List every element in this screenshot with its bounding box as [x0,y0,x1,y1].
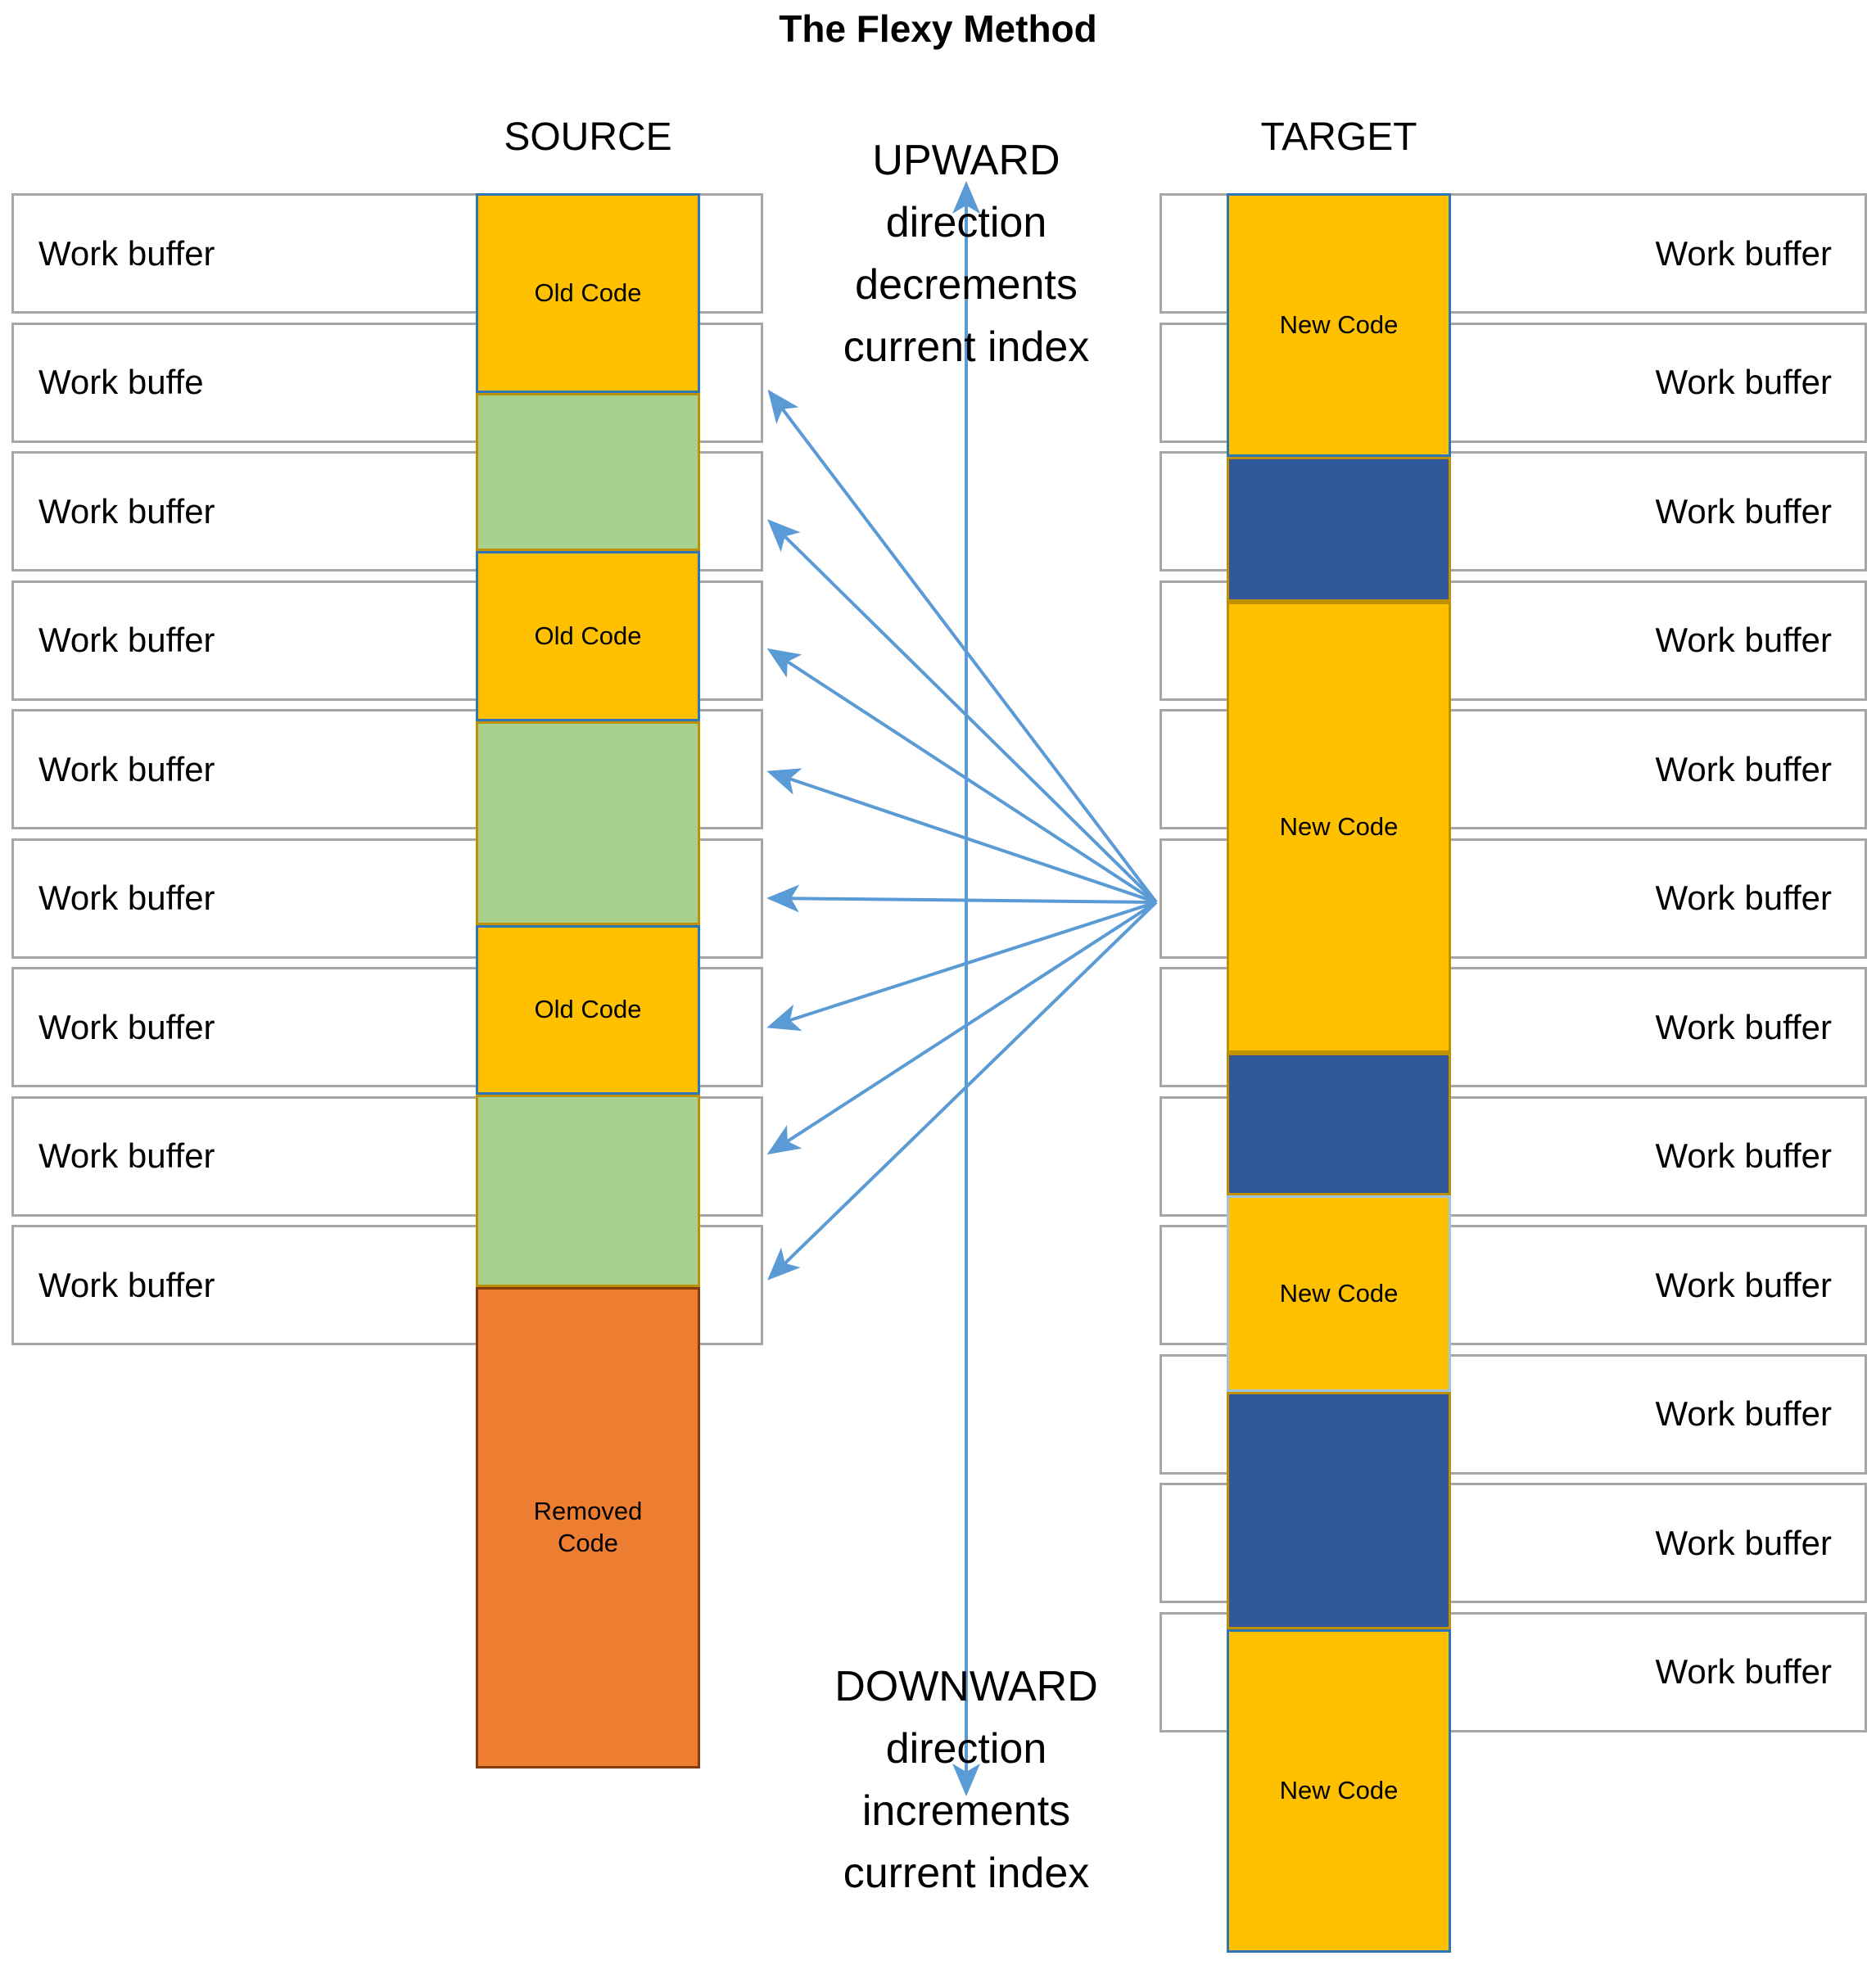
copy-arrow [766,901,1158,1155]
downward-direction-note: DOWNWARD direction increments current in… [834,1663,1098,1897]
copy-arrow [767,519,1158,904]
old-code-3-block: Old Code [476,925,700,1095]
new-code-4-label: New Code [1279,1776,1399,1805]
old-code-1-label: Old Code [534,278,642,307]
kept-code-1-block [476,393,700,551]
copy-arrow [767,389,1158,904]
new-code-3-block: New Code [1227,1195,1451,1392]
source-row-label: Work buffer [38,233,215,273]
copy-arrow [766,648,1158,904]
source-row-label: Work buffer [38,491,215,531]
target-row-label: Work buffer [1655,1136,1832,1175]
new-code-1-label: New Code [1279,309,1399,339]
old-code-2-block: Old Code [476,551,700,721]
source-row-label: Work buffer [38,1136,215,1175]
source-column-label: SOURCE [504,115,672,159]
source-row-label: Work buffer [38,879,215,917]
target-row-label: Work buffer [1655,621,1832,659]
new-code-3-label: New Code [1279,1278,1399,1308]
target-row-label: Work buffer [1655,1523,1832,1562]
old-code-3-label: Old Code [534,995,642,1024]
target-row-label: Work buffer [1655,1265,1832,1304]
kept-code-3-block [476,1095,700,1287]
page-title: The Flexy Method [779,7,1097,50]
target-row-label: Work buffer [1655,491,1832,531]
upward-direction-note: UPWARD direction decrements current inde… [843,137,1090,371]
new-code-2-block: New Code [1227,602,1451,1053]
target-row-label: Work buffer [1655,233,1832,273]
kept-code-2-block [476,721,700,925]
target-row-label: Work buffer [1655,1652,1832,1691]
removed-code-label: Removed Code [533,1497,643,1557]
source-row-label: Work buffer [38,749,215,788]
target-row-label: Work buffer [1655,1007,1832,1046]
old-code-2-label: Old Code [534,621,642,650]
new-code-1-block: New Code [1227,193,1451,457]
source-row-label: Work buffer [38,1007,215,1046]
source-row-label: Work buffer [38,621,215,659]
copy-arrow [766,768,1157,904]
new-code-2-label: New Code [1279,812,1399,842]
moved-block-1-block [1227,457,1451,602]
moved-block-2-block [1227,1053,1451,1195]
target-row-label: Work buffer [1655,749,1832,788]
copy-arrow [766,884,1157,913]
source-row-label: Work buffer [38,1265,215,1304]
source-row-label: Work buffe [38,363,204,401]
removed-code-block: Removed Code [476,1287,700,1768]
copy-arrow [766,901,1157,1032]
copy-arrow [767,901,1158,1281]
moved-block-3-block [1227,1392,1451,1629]
new-code-4-block: New Code [1227,1629,1451,1953]
target-row-label: Work buffer [1655,1394,1832,1433]
target-column-label: TARGET [1260,115,1417,159]
old-code-1-block: Old Code [476,193,700,393]
target-row-label: Work buffer [1655,363,1832,401]
target-row-label: Work buffer [1655,879,1832,917]
